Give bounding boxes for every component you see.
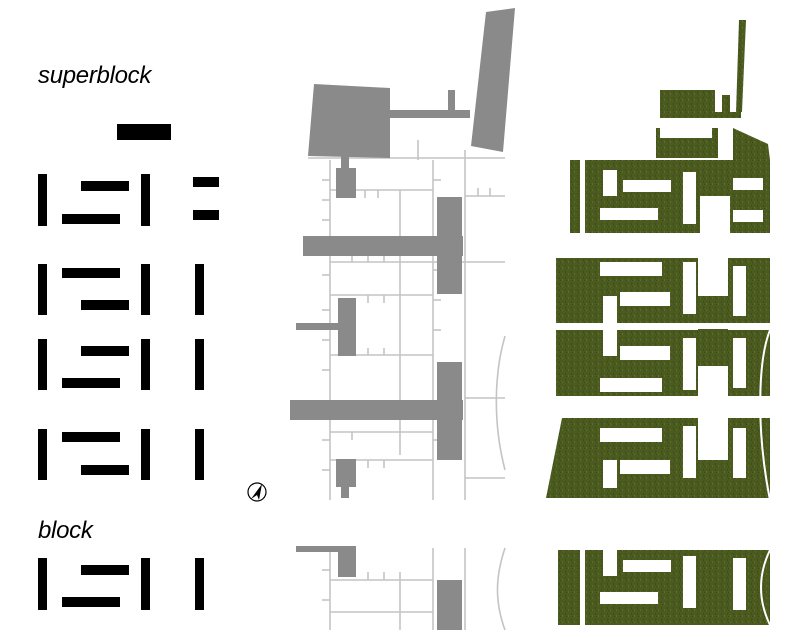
large-building: [308, 84, 390, 158]
building: [141, 558, 150, 610]
block-buildings: [38, 558, 204, 610]
north-arrow-icon: [247, 482, 267, 502]
building: [38, 429, 47, 480]
superblock-label: superblock: [38, 62, 152, 89]
block-label: block: [38, 517, 93, 544]
building: [81, 346, 129, 356]
building: [62, 268, 120, 278]
building: [38, 174, 47, 226]
block-street-network: [296, 546, 506, 631]
top-building: [117, 124, 171, 140]
building: [62, 597, 120, 607]
building: [62, 432, 120, 442]
building: [195, 429, 204, 480]
green-block: [558, 549, 771, 626]
building: [141, 339, 150, 390]
building: [195, 558, 204, 610]
building: [195, 264, 204, 315]
building: [38, 264, 47, 315]
building: [141, 429, 150, 480]
building: [81, 300, 129, 310]
building: [195, 339, 204, 390]
building: [81, 181, 129, 191]
superblock-buildings: [38, 124, 219, 480]
building: [38, 339, 47, 390]
building: [62, 378, 120, 388]
building: [81, 565, 129, 575]
building: [193, 177, 219, 187]
building: [141, 264, 150, 315]
street-network: [290, 8, 515, 500]
building: [141, 174, 150, 226]
tower-building: [471, 8, 515, 152]
building: [193, 210, 219, 220]
building: [38, 558, 47, 610]
building: [62, 214, 120, 224]
green-superblock: [546, 20, 771, 501]
building: [81, 465, 129, 475]
